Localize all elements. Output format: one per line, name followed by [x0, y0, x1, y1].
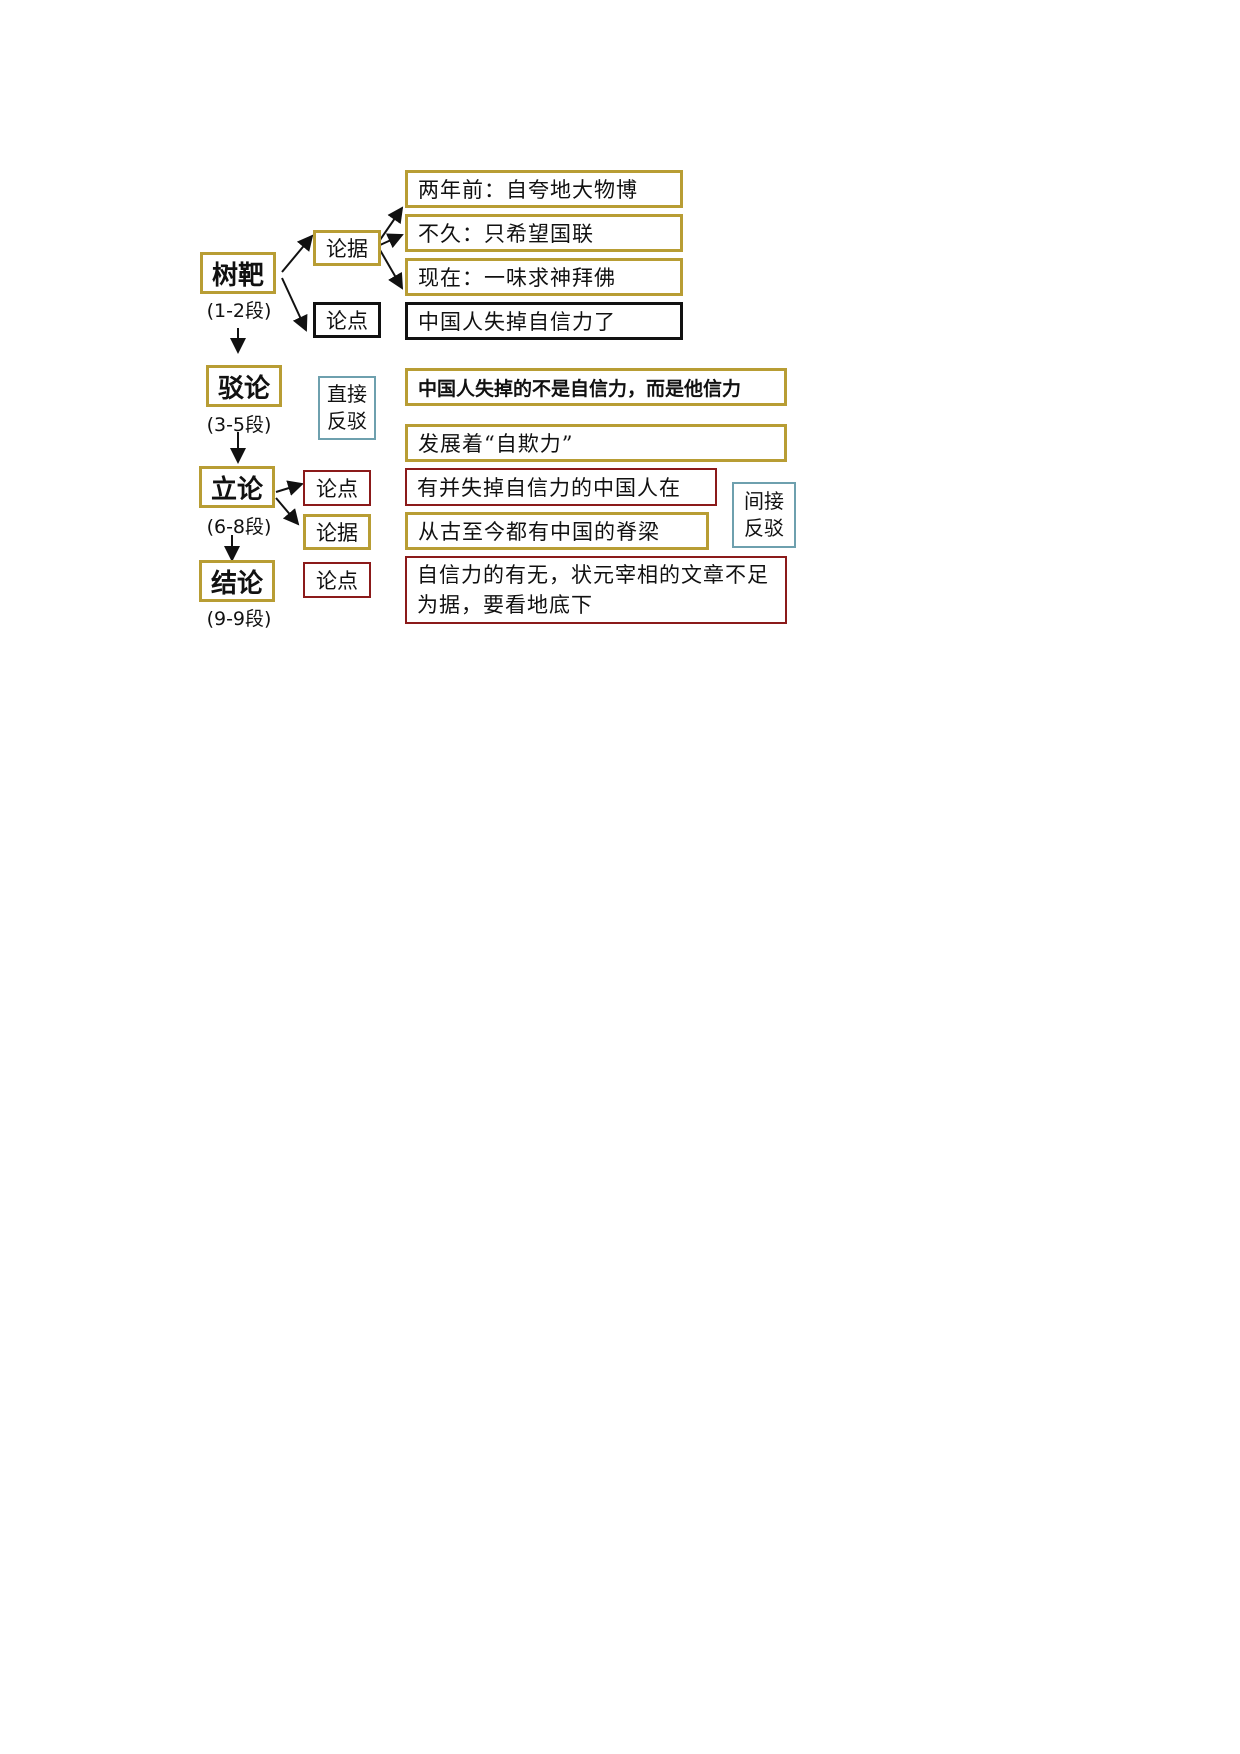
content-lilun-point-text: 有并失掉自信力的中国人在	[417, 476, 681, 500]
stage-jielun-title: 结论	[210, 568, 263, 599]
stage-shuba-title: 树靶	[211, 260, 264, 291]
label-indirect-refute-line-2: 反驳	[744, 516, 784, 540]
stage-bolun-paragraphs: (3-5段)	[206, 414, 272, 436]
label-lilun-lunju-text: 论据	[316, 521, 358, 545]
stage-lilun-title: 立论	[210, 474, 263, 505]
label-shuba-lundian-text: 论点	[326, 309, 368, 333]
label-shuba-lunju-text: 论据	[326, 237, 368, 261]
stage-shuba: 树靶	[200, 252, 276, 294]
label-jielun-lundian-text: 论点	[316, 569, 358, 593]
arrow-lunju-to-evidence-1	[379, 206, 404, 241]
label-shuba-lunju: 论据	[313, 230, 381, 266]
content-shuba-evidence-2: 不久：只希望国联	[405, 214, 683, 252]
label-direct-refute-line-1: 直接	[327, 382, 367, 406]
content-bolun-point-1-text: 中国人失掉的不是自信力，而是他信力	[418, 377, 742, 400]
content-jielun-point: 自信力的有无，状元宰相的文章不足为据，要看地底下	[405, 556, 787, 624]
content-shuba-evidence-3: 现在：一味求神拜佛	[405, 258, 683, 296]
content-jielun-point-text: 自信力的有无，状元宰相的文章不足为据，要看地底下	[417, 563, 769, 617]
stage-bolun-title: 驳论	[217, 373, 270, 404]
content-shuba-evidence-1: 两年前：自夸地大物博	[405, 170, 683, 208]
content-lilun-evidence: 从古至今都有中国的脊梁	[405, 512, 709, 550]
content-shuba-evidence-1-text: 两年前：自夸地大物博	[418, 178, 638, 202]
arrow-lunju-to-evidence-2	[379, 233, 404, 249]
stage-lilun-paragraphs: (6-8段)	[206, 516, 272, 538]
label-jielun-lundian: 论点	[303, 562, 371, 598]
content-shuba-point: 中国人失掉自信力了	[405, 302, 683, 340]
stage-jielun: 结论	[199, 560, 275, 602]
arrow-lunju-to-evidence-3	[379, 249, 404, 290]
label-indirect-refute-line-1: 间接	[744, 489, 784, 513]
label-direct-refute-line-2: 反驳	[327, 409, 367, 433]
label-direct-refute: 直接 反驳	[318, 376, 376, 440]
stage-shuba-paragraphs: (1-2段)	[206, 300, 272, 322]
label-lilun-lundian-text: 论点	[316, 477, 358, 501]
content-shuba-evidence-2-text: 不久：只希望国联	[418, 222, 594, 246]
label-indirect-refute: 间接 反驳	[732, 482, 796, 548]
label-lilun-lunju: 论据	[303, 514, 371, 550]
content-shuba-evidence-3-text: 现在：一味求神拜佛	[418, 266, 616, 290]
stage-jielun-paragraphs: (9-9段)	[206, 608, 272, 630]
label-lilun-lundian: 论点	[303, 470, 371, 506]
arrow-lilun-to-lunju	[275, 497, 300, 526]
content-lilun-evidence-text: 从古至今都有中国的脊梁	[418, 520, 660, 544]
arrow-lilun-to-lundian	[275, 480, 304, 496]
stage-bolun: 驳论	[206, 365, 282, 407]
stage-lilun: 立论	[199, 466, 275, 508]
content-bolun-point-1: 中国人失掉的不是自信力，而是他信力	[405, 368, 787, 406]
content-bolun-point-2-text: 发展着“自欺力”	[418, 432, 574, 456]
content-lilun-point: 有并失掉自信力的中国人在	[405, 468, 717, 506]
arrow-shuba-to-lundian	[281, 277, 308, 332]
arrow-shuba-to-lunju	[281, 234, 314, 273]
content-bolun-point-2: 发展着“自欺力”	[405, 424, 787, 462]
content-shuba-point-text: 中国人失掉自信力了	[418, 310, 616, 334]
label-shuba-lundian: 论点	[313, 302, 381, 338]
